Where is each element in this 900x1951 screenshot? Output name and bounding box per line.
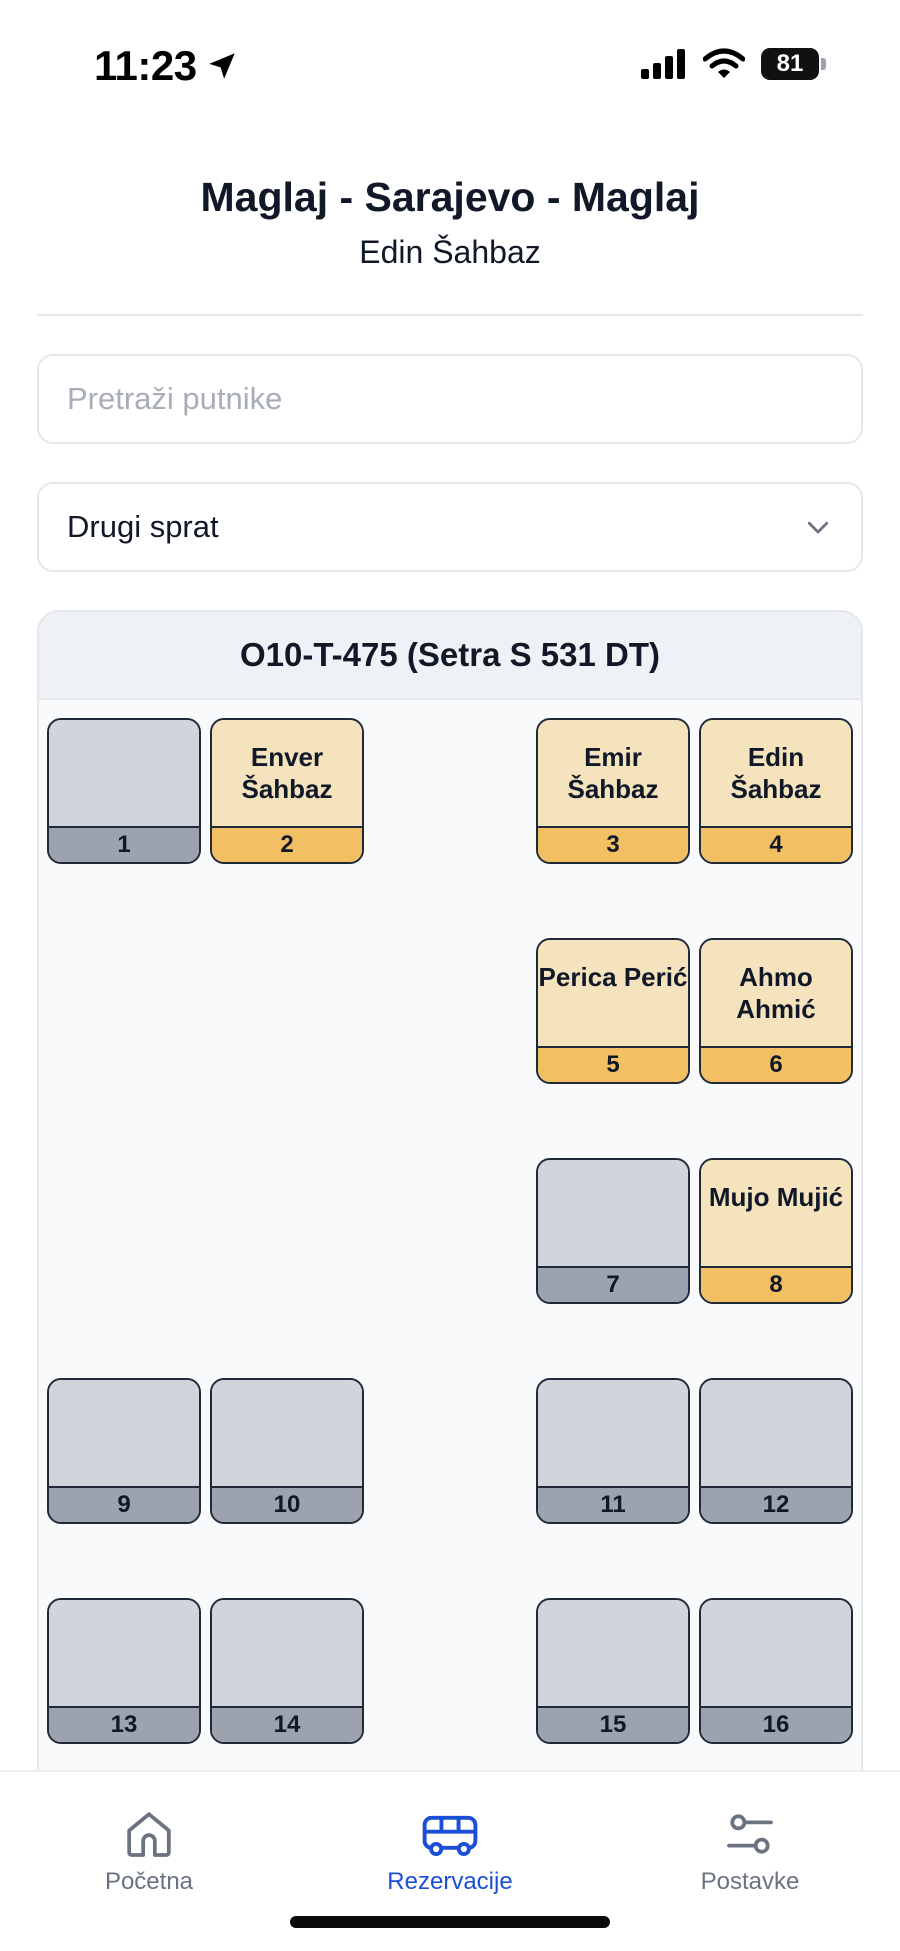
seat-passenger-name bbox=[49, 720, 199, 826]
seat-passenger-name bbox=[212, 1380, 362, 1486]
seat-number: 4 bbox=[701, 826, 851, 862]
seat-number: 13 bbox=[49, 1706, 199, 1742]
seat-passenger-name bbox=[538, 1600, 688, 1706]
seat-number: 8 bbox=[701, 1266, 851, 1302]
seat-passenger-name: Mujo Mujić bbox=[701, 1160, 851, 1266]
seat-passenger-name: Edin Šahbaz bbox=[701, 720, 851, 826]
nav-item-settings[interactable]: Postavke bbox=[650, 1806, 850, 1896]
bus-title: O10-T-475 (Setra S 531 DT) bbox=[39, 612, 861, 700]
seat-passenger-name: Ahmo Ahmić bbox=[701, 940, 851, 1046]
seat-passenger-name bbox=[538, 1160, 688, 1266]
seat-number: 16 bbox=[701, 1706, 851, 1742]
nav-item-home[interactable]: Početna bbox=[49, 1806, 249, 1896]
bus-icon bbox=[422, 1815, 478, 1857]
seat-passenger-name bbox=[49, 1600, 199, 1706]
seat-passenger-name bbox=[701, 1600, 851, 1706]
seat-12[interactable]: 12 bbox=[699, 1378, 853, 1524]
divider bbox=[37, 314, 863, 316]
driver-name: Edin Šahbaz bbox=[359, 234, 541, 270]
floor-select[interactable]: Drugi sprat bbox=[37, 482, 863, 572]
floor-select-value: Drugi sprat bbox=[67, 509, 219, 544]
seat-passenger-name bbox=[538, 1380, 688, 1486]
seat-number: 6 bbox=[701, 1046, 851, 1082]
page-title: Maglaj - Sarajevo - Maglaj bbox=[200, 174, 700, 220]
chevron-down-icon bbox=[807, 521, 829, 534]
home-icon bbox=[127, 1812, 171, 1857]
seat-13[interactable]: 13 bbox=[47, 1598, 201, 1744]
nav-item-reservations[interactable]: Rezervacije bbox=[350, 1806, 550, 1896]
search-input[interactable] bbox=[37, 354, 863, 444]
status-time: 11:23 bbox=[94, 42, 239, 90]
seat-7[interactable]: 7 bbox=[536, 1158, 690, 1304]
seat-passenger-name bbox=[49, 1380, 199, 1486]
seat-number: 15 bbox=[538, 1706, 688, 1742]
battery-icon: 81 bbox=[761, 48, 826, 80]
seat-15[interactable]: 15 bbox=[536, 1598, 690, 1744]
seat-1[interactable]: 1 bbox=[47, 718, 201, 864]
seat-passenger-name: Enver Šahbaz bbox=[212, 720, 362, 826]
seat-number: 12 bbox=[701, 1486, 851, 1522]
seat-number: 14 bbox=[212, 1706, 362, 1742]
seat-number: 11 bbox=[538, 1486, 688, 1522]
battery-level: 81 bbox=[761, 48, 819, 80]
wifi-icon bbox=[703, 48, 745, 78]
seat-number: 2 bbox=[212, 826, 362, 862]
sliders-icon bbox=[727, 1814, 773, 1854]
status-icons: 81 bbox=[641, 48, 826, 80]
seat-number: 5 bbox=[538, 1046, 688, 1082]
location-arrow-icon bbox=[208, 53, 235, 79]
seat-number: 9 bbox=[49, 1486, 199, 1522]
seat-16[interactable]: 16 bbox=[699, 1598, 853, 1744]
seat-number: 3 bbox=[538, 826, 688, 862]
seat-passenger-name bbox=[212, 1600, 362, 1706]
seat-passenger-name bbox=[701, 1380, 851, 1486]
home-indicator bbox=[290, 1916, 610, 1928]
seat-14[interactable]: 14 bbox=[210, 1598, 364, 1744]
seat-9[interactable]: 9 bbox=[47, 1378, 201, 1524]
signal-icon bbox=[641, 49, 685, 79]
seat-number: 10 bbox=[212, 1486, 362, 1522]
nav-label-home: Početna bbox=[104, 1868, 194, 1895]
nav-label-settings: Postavke bbox=[700, 1868, 800, 1895]
seat-passenger-name: Emir Šahbaz bbox=[538, 720, 688, 826]
clock: 11:23 bbox=[94, 42, 197, 89]
seat-11[interactable]: 11 bbox=[536, 1378, 690, 1524]
bus-seat-map: O10-T-475 (Setra S 531 DT) 1 Enver Šahbaz… bbox=[37, 610, 863, 1810]
seat-passenger-name: Perica Perić bbox=[538, 940, 688, 1046]
battery-cap bbox=[821, 58, 826, 70]
seat-10[interactable]: 10 bbox=[210, 1378, 364, 1524]
nav-label-reservations: Rezervacije bbox=[387, 1868, 513, 1895]
seat-number: 1 bbox=[49, 826, 199, 862]
seat-number: 7 bbox=[538, 1266, 688, 1302]
status-bar: 11:23 81 bbox=[0, 0, 900, 130]
